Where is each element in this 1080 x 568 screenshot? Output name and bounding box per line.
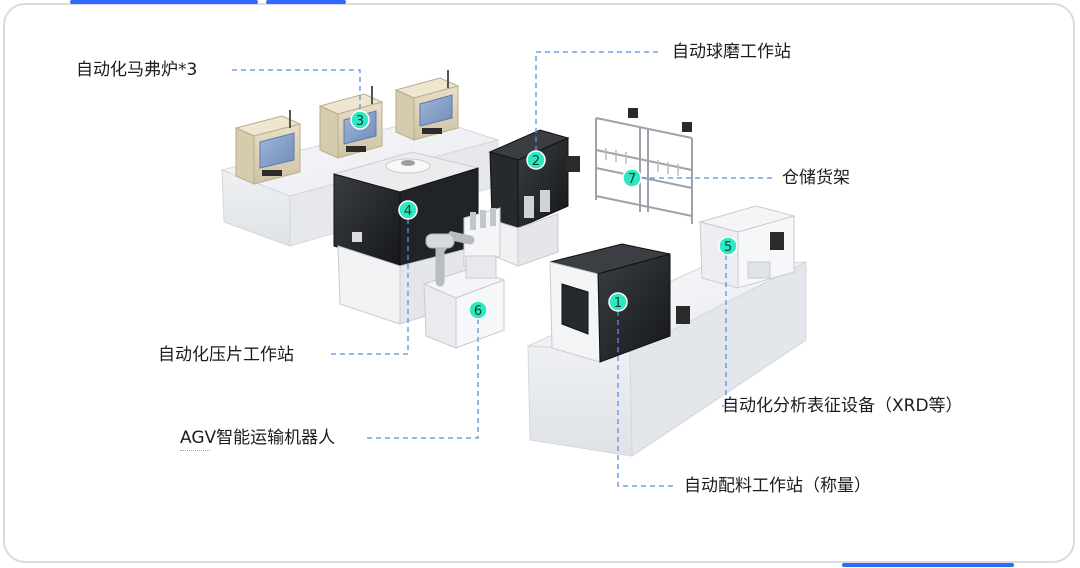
- sample-tube-rack: [463, 207, 501, 267]
- label-press-station: 自动化压片工作站: [158, 345, 294, 365]
- leader-lines: [232, 51, 772, 487]
- agv-robot: [422, 231, 506, 349]
- muffle-furnace-3: [394, 70, 460, 141]
- marker-3-label: 3: [356, 114, 364, 129]
- top-accent-bar-2: [266, 0, 346, 4]
- marker-2: 2: [526, 150, 546, 170]
- xrd-analyzer: [698, 205, 796, 289]
- marker-6-label: 6: [474, 304, 482, 319]
- muffle-furnace-1: [234, 110, 302, 185]
- top-accent-bar-1: [70, 0, 258, 4]
- label-storage-shelf: 仓储货架: [782, 168, 850, 188]
- muffle-furnace-2: [318, 86, 384, 159]
- marker-1-label: 1: [614, 296, 622, 311]
- marker-1: 1: [608, 292, 628, 312]
- marker-4-label: 4: [404, 204, 412, 219]
- diagram-frame: [3, 3, 1075, 563]
- marker-3: 3: [350, 110, 370, 130]
- label-xrd-analyzer: 自动化分析表征设备（XRD等）: [722, 396, 963, 416]
- label-agv-robot: AGV智能运输机器人: [180, 428, 336, 448]
- dosing-station: [549, 243, 690, 363]
- storage-shelves: [595, 108, 693, 224]
- label-dosing-station: 自动配料工作站（称量）: [684, 476, 871, 496]
- marker-4: 4: [398, 200, 418, 220]
- label-ball-mill-station: 自动球磨工作站: [672, 42, 791, 62]
- marker-2-label: 2: [532, 154, 540, 169]
- marker-6: 6: [468, 300, 488, 320]
- marker-5: 5: [718, 236, 738, 256]
- marker-7-label: 7: [628, 172, 636, 187]
- marker-7: 7: [622, 168, 642, 188]
- agv-label-underline: [180, 450, 210, 451]
- bottom-accent-bar: [842, 563, 1014, 567]
- label-muffle-furnace: 自动化马弗炉*3: [76, 60, 198, 80]
- marker-5-label: 5: [724, 240, 732, 255]
